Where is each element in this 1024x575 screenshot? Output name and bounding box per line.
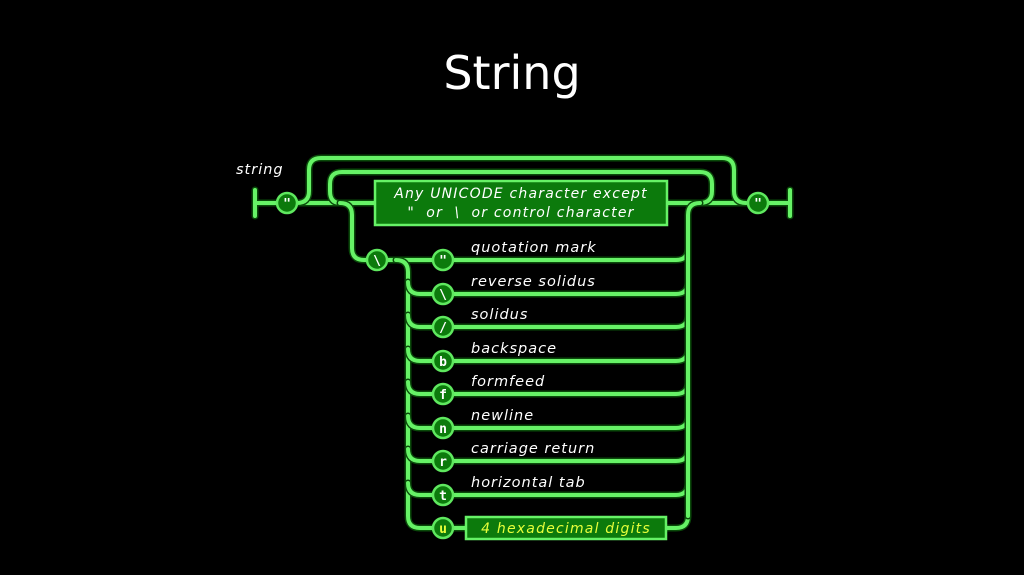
escape-label: solidus <box>471 307 528 323</box>
escape-row-solidus: / solidus <box>431 307 528 339</box>
any-unicode-line2: " or \ or control character <box>407 205 634 221</box>
escape-label: newline <box>471 408 534 424</box>
escape-row-unicode: u 4 hexadecimal digits <box>431 515 668 541</box>
escape-label: reverse solidus <box>471 274 596 290</box>
escape-label: carriage return <box>471 441 595 457</box>
escape-row-reverse-solidus: \ reverse solidus <box>431 274 596 306</box>
escape-row-quotation-mark: " quotation mark <box>431 240 597 272</box>
escape-symbol: " <box>439 254 447 269</box>
escape-row-horizontal-tab: t horizontal tab <box>431 475 586 507</box>
hex-digits-box <box>464 515 668 541</box>
escape-row-formfeed: f formfeed <box>431 374 545 406</box>
backslash-symbol: \ <box>373 254 381 269</box>
railroad-tracks <box>251 154 794 532</box>
escape-symbol: / <box>439 321 447 336</box>
escape-row-backspace: b backspace <box>431 341 557 373</box>
rule-name-label: string <box>236 162 284 178</box>
closing-quote-node: " <box>746 191 770 215</box>
unicode-escape-symbol: u <box>439 522 447 537</box>
any-unicode-box: Any UNICODE character except " or \ or c… <box>373 179 669 227</box>
closing-quote-symbol: " <box>754 197 762 212</box>
opening-quote-symbol: " <box>283 197 291 212</box>
escape-label: formfeed <box>471 374 545 390</box>
escape-row-carriage-return: r carriage return <box>431 441 595 473</box>
escape-label: backspace <box>471 341 557 357</box>
escape-symbol: \ <box>439 288 447 303</box>
escape-label: quotation mark <box>471 240 597 256</box>
escape-symbol: r <box>439 455 447 470</box>
escape-symbol: f <box>439 388 447 403</box>
escape-label: horizontal tab <box>471 475 586 491</box>
opening-quote-node: " <box>275 191 299 215</box>
hex-digits-label: 4 hexadecimal digits <box>481 521 651 537</box>
any-unicode-line1: Any UNICODE character except <box>393 186 648 202</box>
escape-row-newline: n newline <box>431 408 534 440</box>
escape-symbol: t <box>439 489 447 504</box>
backslash-node: \ <box>365 248 389 272</box>
page-title: String <box>443 46 581 100</box>
escape-symbol: b <box>439 355 447 370</box>
escape-symbol: n <box>439 422 447 437</box>
